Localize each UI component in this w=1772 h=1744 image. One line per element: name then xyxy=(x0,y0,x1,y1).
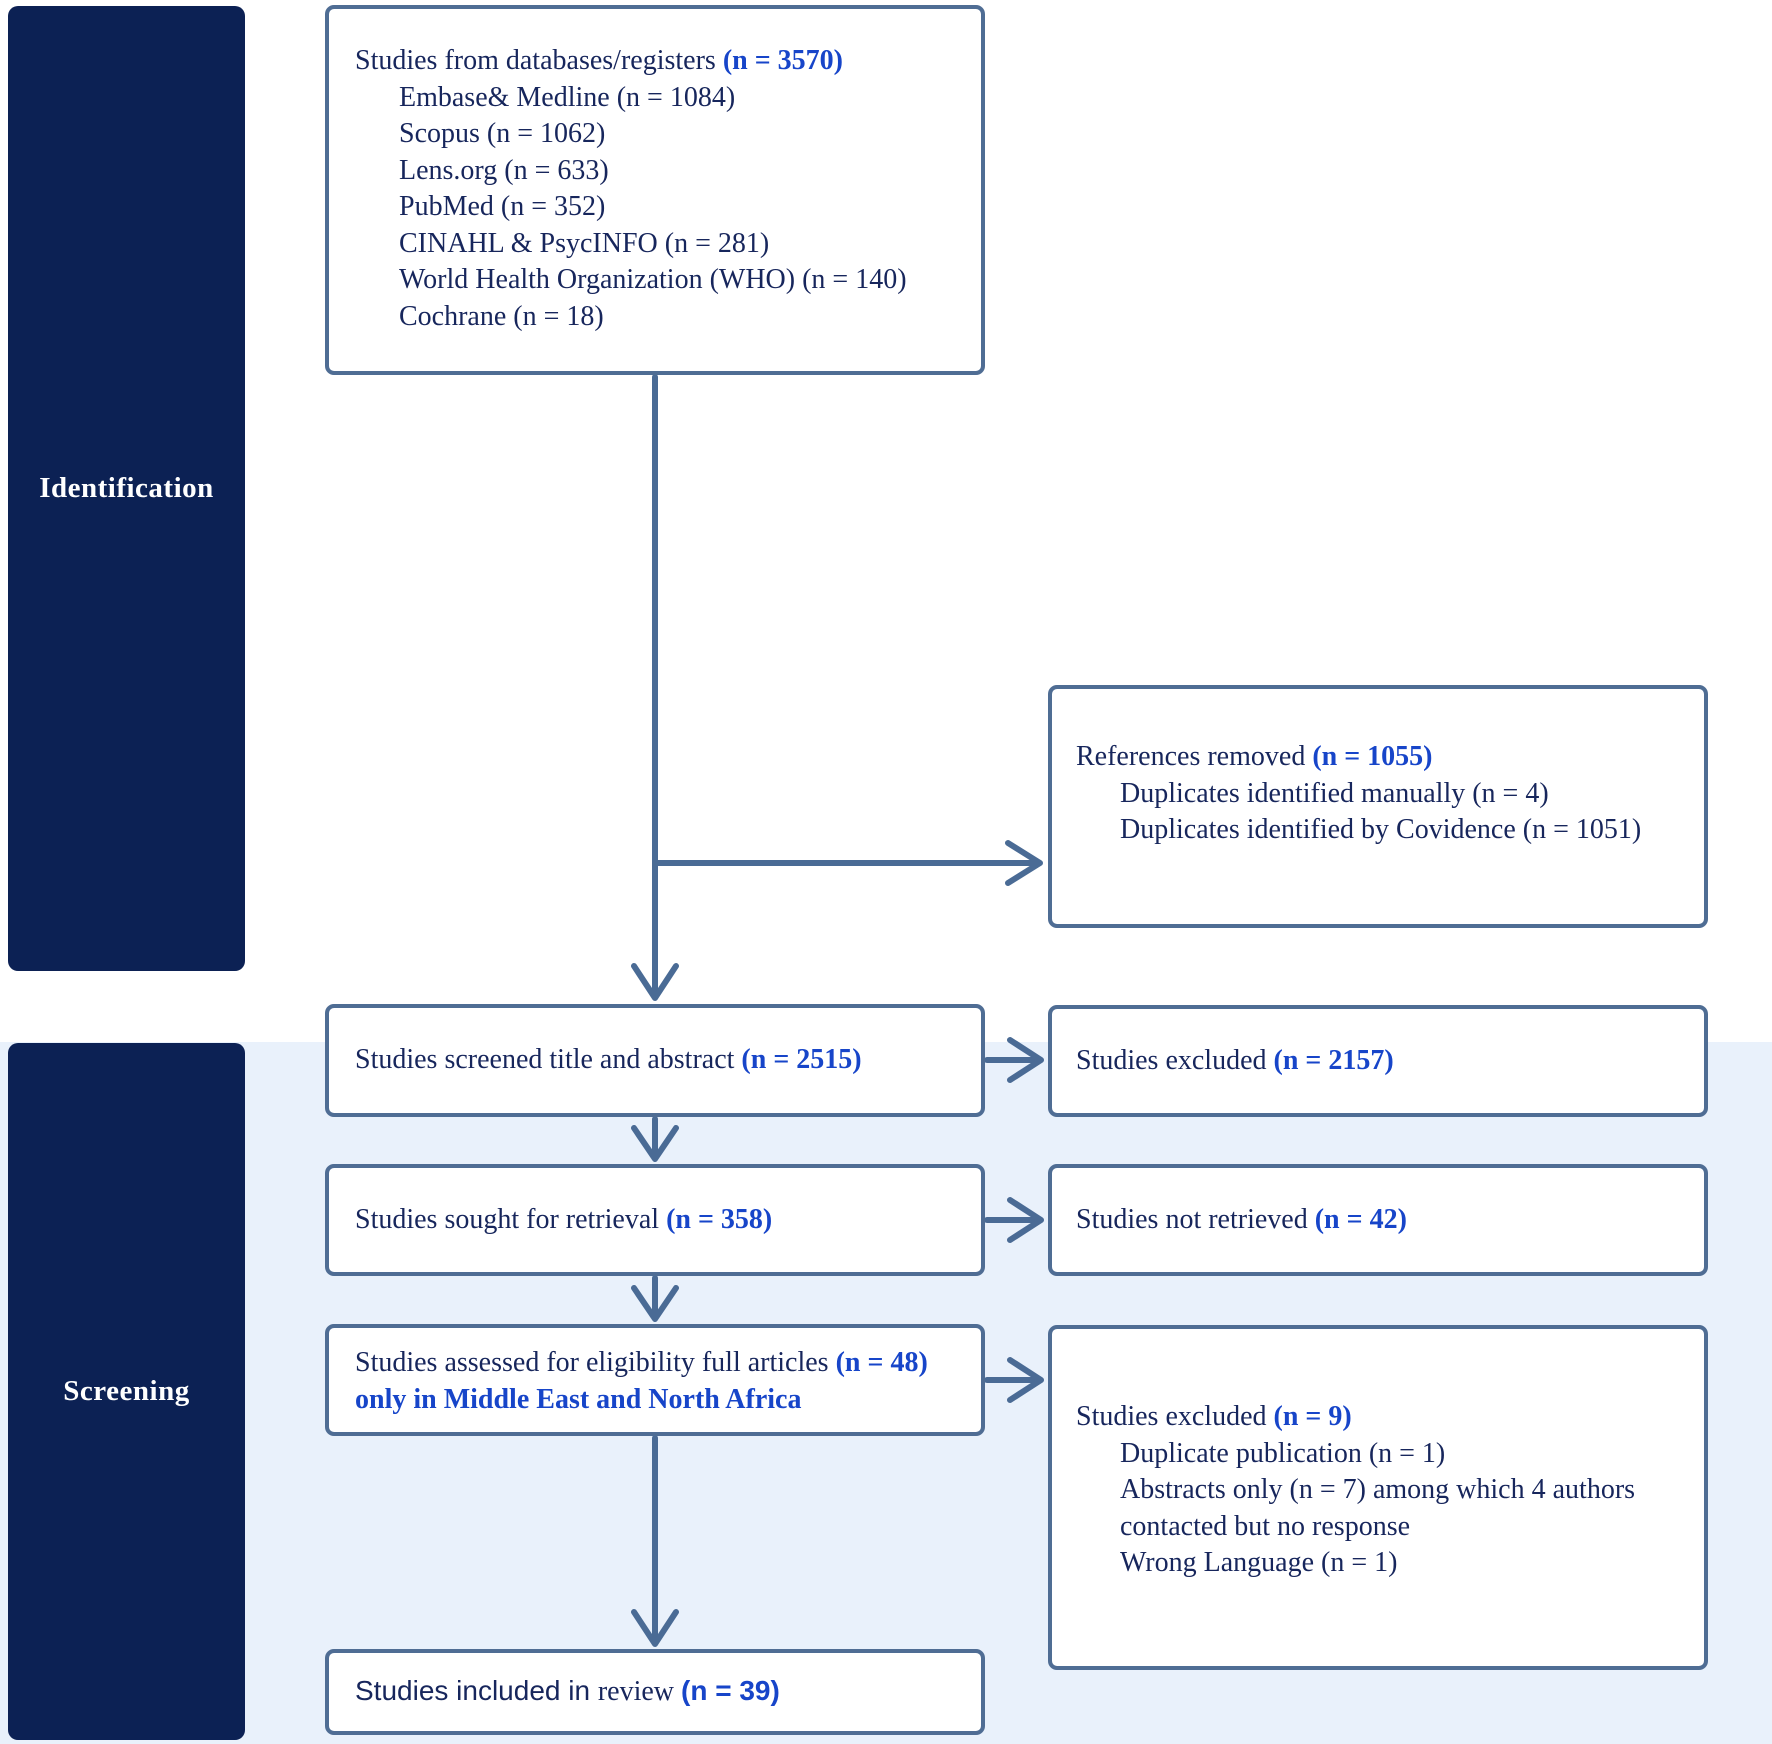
arrow-branch-to-references-head xyxy=(1005,840,1043,886)
references-removed-box: References removed (n = 1055) Duplicates… xyxy=(1048,685,1708,928)
arrow-assessed-to-excluded-head xyxy=(1007,1357,1044,1403)
excluded-title-abstract-box: Studies excluded (n = 2157) xyxy=(1048,1005,1708,1117)
included-text: Studies included in review (n = 39) xyxy=(355,1675,780,1708)
stage-identification-label: Identification xyxy=(39,472,214,504)
stage-screening-label: Screening xyxy=(63,1375,190,1407)
excluded-title-abstract-count: (n = 2157) xyxy=(1273,1044,1394,1076)
included-count: (n = 39) xyxy=(681,1675,780,1707)
references-removed-item: Duplicates identified by Covidence (n = … xyxy=(1120,814,1642,845)
screened-box: Studies screened title and abstract (n =… xyxy=(325,1004,985,1117)
excluded-full-text-title: Studies excluded (n = 9) xyxy=(1076,1401,1352,1432)
excluded-full-text-box: Studies excluded (n = 9) Duplicate publi… xyxy=(1048,1325,1708,1670)
source-item: Embase& Medline (n = 1084) xyxy=(399,81,736,113)
arrow-assessed-to-included-head xyxy=(631,1609,679,1647)
source-item: World Health Organization (WHO) (n = 140… xyxy=(399,264,907,295)
sought-text: Studies sought for retrieval (n = 358) xyxy=(355,1203,773,1235)
assessed-box: Studies assessed for eligibility full ar… xyxy=(325,1324,985,1436)
arrow-screened-to-excluded-head xyxy=(1007,1037,1044,1083)
arrow-screened-to-sought-head xyxy=(631,1125,679,1162)
source-item: PubMed (n = 352) xyxy=(399,191,606,222)
sources-box: Studies from databases/registers (n = 35… xyxy=(325,5,985,375)
screened-count: (n = 2515) xyxy=(741,1044,862,1076)
sources-title: Studies from databases/registers (n = 35… xyxy=(355,45,843,76)
stage-identification: Identification xyxy=(8,6,245,971)
excluded-title-abstract-text: Studies excluded (n = 2157) xyxy=(1076,1044,1394,1076)
sought-count: (n = 358) xyxy=(666,1203,773,1235)
sought-box: Studies sought for retrieval (n = 358) xyxy=(325,1164,985,1276)
excluded-full-text-count: (n = 9) xyxy=(1273,1401,1352,1432)
included-box: Studies included in review (n = 39) xyxy=(325,1649,985,1735)
source-item: Lens.org (n = 633) xyxy=(399,154,609,186)
excluded-full-text-item: Abstracts only (n = 7) among which 4 aut… xyxy=(1120,1474,1636,1542)
stage-screening: Screening xyxy=(8,1043,245,1740)
arrow-sources-to-screened-head xyxy=(631,963,679,1001)
arrow-sought-to-notretrieved-head xyxy=(1007,1197,1044,1243)
references-removed-count: (n = 1055) xyxy=(1312,741,1433,772)
references-removed-title: References removed (n = 1055) xyxy=(1076,741,1433,772)
references-removed-item: Duplicates identified manually (n = 4) xyxy=(1120,777,1549,809)
arrow-sought-to-assessed-head xyxy=(631,1285,679,1322)
source-item: CINAHL & PsycINFO (n = 281) xyxy=(399,227,770,259)
screened-text: Studies screened title and abstract (n =… xyxy=(355,1044,862,1076)
assessed-text: Studies assessed for eligibility full ar… xyxy=(355,1347,928,1415)
assessed-count: (n = 48) only in Middle East and North A… xyxy=(355,1347,928,1415)
sources-count: (n = 3570) xyxy=(722,45,843,76)
excluded-full-text-item: Duplicate publication (n = 1) xyxy=(1120,1437,1446,1469)
source-item: Cochrane (n = 18) xyxy=(399,300,604,332)
not-retrieved-count: (n = 42) xyxy=(1314,1203,1407,1235)
not-retrieved-box: Studies not retrieved (n = 42) xyxy=(1048,1164,1708,1276)
not-retrieved-text: Studies not retrieved (n = 42) xyxy=(1076,1203,1407,1235)
excluded-full-text-item: Wrong Language (n = 1) xyxy=(1120,1547,1398,1578)
source-item: Scopus (n = 1062) xyxy=(399,118,606,149)
